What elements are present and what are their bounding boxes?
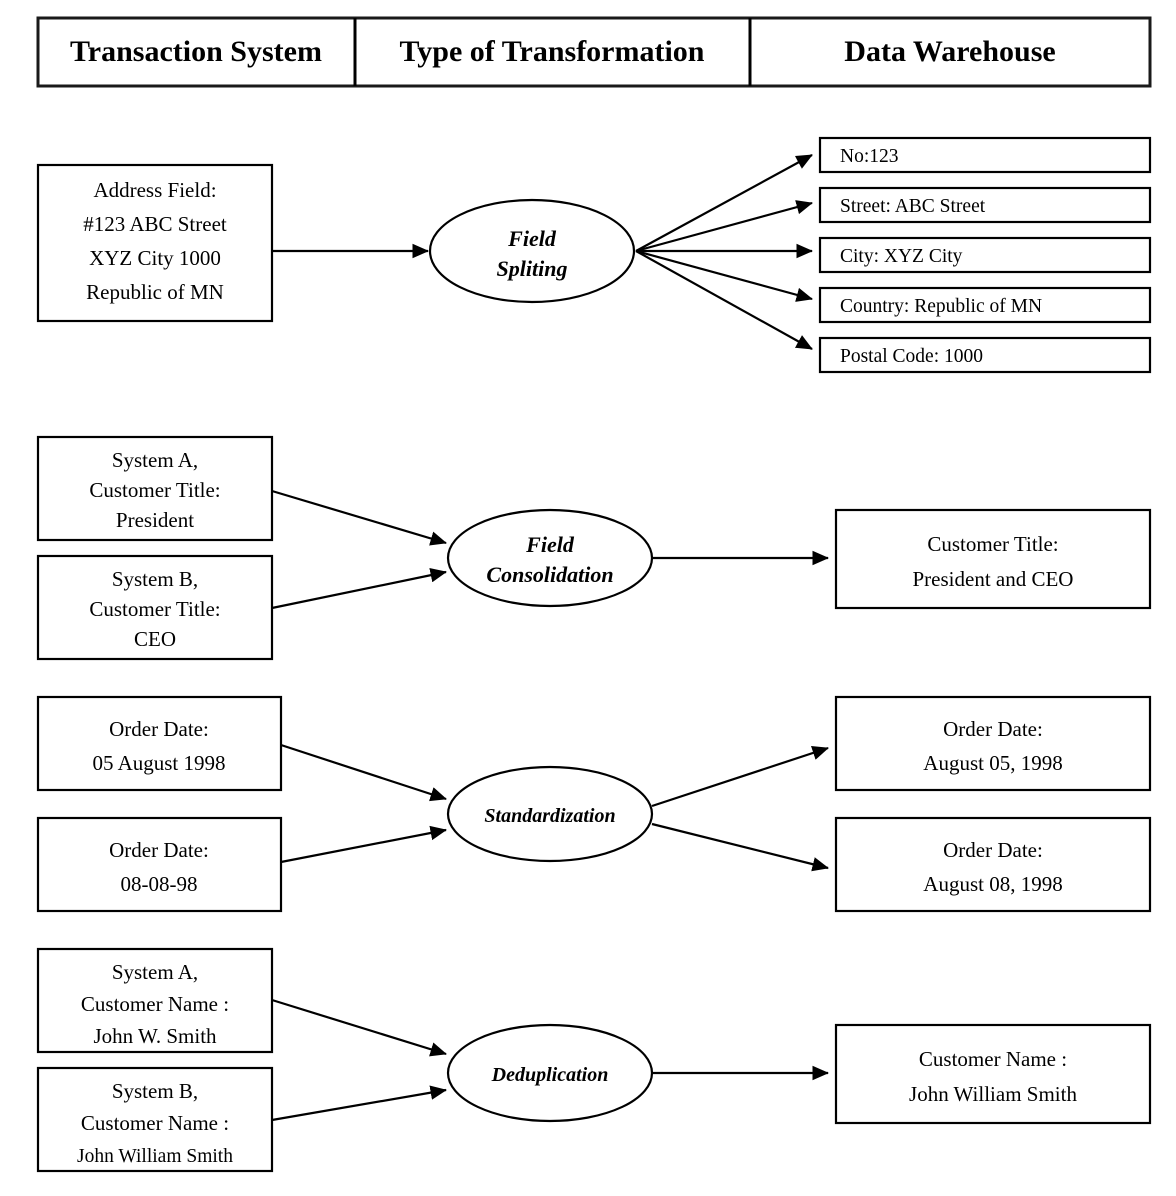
target-box-frame [834, 1023, 1152, 1125]
source-box-line: Customer Title: [89, 597, 220, 621]
target-box-line: August 08, 1998 [923, 872, 1062, 896]
transformation-ellipse-field-splitting: Field Spliting [428, 198, 636, 304]
connector-transform-to-target-2 [651, 822, 829, 872]
transformation-ellipse-field-consolidation: Field Consolidation [446, 508, 654, 608]
source-box-line: CEO [134, 627, 176, 651]
source-box-system-b-title: System B, Customer Title: CEO [36, 554, 274, 661]
row-deduplication: System A, Customer Name : John W. Smith … [36, 947, 1152, 1173]
source-box-frame [36, 695, 283, 792]
source-box-line: System B, [112, 1079, 198, 1103]
row-standardization: Order Date: 05 August 1998 Order Date: 0… [36, 695, 1152, 913]
source-box-line: System B, [112, 567, 198, 591]
target-box-city: City: XYZ City [818, 236, 1152, 274]
target-box-line: August 05, 1998 [923, 751, 1062, 775]
source-box-line: John W. Smith [93, 1024, 217, 1048]
target-box-frame [834, 508, 1152, 610]
target-box-line: Customer Name : [919, 1047, 1067, 1071]
target-box-frame [818, 236, 1152, 274]
target-box-customer-name: Customer Name : John William Smith [834, 1023, 1152, 1125]
target-box-line: Order Date: [943, 717, 1043, 741]
target-box-country: Country: Republic of MN [818, 286, 1152, 324]
source-box-line: 05 August 1998 [92, 751, 225, 775]
target-box-line: City: XYZ City [840, 246, 963, 267]
source-box-order-date-long: Order Date: 05 August 1998 [36, 695, 283, 792]
connector-transform-to-target-5 [635, 250, 813, 350]
target-box-frame [818, 186, 1152, 224]
ellipse-label-line: Standardization [484, 805, 615, 827]
connector-transform-to-target-4 [635, 249, 813, 302]
target-box-line: Order Date: [943, 838, 1043, 862]
source-box-order-date-numeric: Order Date: 08-08-98 [36, 816, 283, 913]
target-box-number: No:123 [818, 136, 1152, 174]
source-box-line: Customer Name : [81, 1111, 229, 1135]
source-box-system-b-name: System B, Customer Name : John William S… [36, 1066, 274, 1173]
source-box-line: System A, [112, 448, 198, 472]
connector-source-1-to-transform [271, 489, 447, 546]
target-box-line: Street: ABC Street [840, 196, 986, 217]
header-column-type-of-transformation: Type of Transformation [400, 35, 705, 68]
header-column-data-warehouse: Data Warehouse [844, 35, 1055, 68]
target-box-frame [818, 336, 1152, 374]
connector-transform-to-target-2 [635, 200, 813, 253]
connector-source-2-to-transform [271, 1085, 447, 1122]
connector-transform-to-target-1 [651, 745, 829, 808]
connector-transform-to-target-1 [635, 154, 813, 252]
source-box-line: Republic of MN [86, 280, 224, 304]
ellipse-label-line: Consolidation [486, 562, 613, 587]
source-box-frame [36, 163, 274, 323]
ellipse-label-line: Field [507, 226, 557, 251]
connector-source-1-to-transform [280, 743, 447, 802]
target-box-line: Country: Republic of MN [840, 296, 1042, 317]
target-box-customer-title: Customer Title: President and CEO [834, 508, 1152, 610]
connector-source-1-to-transform [271, 998, 447, 1057]
ellipse-label-line: Field [525, 532, 575, 557]
target-box-frame [834, 695, 1152, 792]
target-box-line: President and CEO [913, 567, 1074, 591]
ellipse-label-line: Spliting [497, 256, 568, 281]
source-box-frame [36, 1066, 274, 1173]
connector-source-2-to-transform [271, 568, 447, 610]
source-box-line: Customer Name : [81, 992, 229, 1016]
ellipse-label-line: Deduplication [491, 1064, 609, 1086]
source-box-line: John William Smith [77, 1146, 233, 1167]
header-bar: Transaction System Type of Transformatio… [36, 16, 1152, 88]
source-box-address-field: Address Field: #123 ABC Street XYZ City … [36, 163, 274, 323]
source-box-frame [36, 816, 283, 913]
source-box-line: #123 ABC Street [83, 212, 227, 236]
source-box-line: Customer Title: [89, 478, 220, 502]
header-frame [36, 16, 1152, 88]
target-box-line: Postal Code: 1000 [840, 346, 983, 367]
source-box-line: XYZ City 1000 [89, 246, 221, 270]
target-box-postal-code: Postal Code: 1000 [818, 336, 1152, 374]
row-field-splitting: Address Field: #123 ABC Street XYZ City … [36, 136, 1152, 374]
target-box-street: Street: ABC Street [818, 186, 1152, 224]
source-box-line: System A, [112, 960, 198, 984]
target-box-line: John William Smith [909, 1082, 1077, 1106]
source-box-line: 08-08-98 [121, 872, 198, 896]
transformation-ellipse-deduplication: Deduplication [446, 1023, 654, 1123]
source-box-frame [36, 554, 274, 661]
target-box-frame [834, 816, 1152, 913]
source-box-line: Address Field: [93, 178, 216, 202]
source-box-line: Order Date: [109, 838, 209, 862]
row-field-consolidation: System A, Customer Title: President Syst… [36, 435, 1152, 661]
target-box-order-date-aug-05: Order Date: August 05, 1998 [834, 695, 1152, 792]
source-box-frame [36, 435, 274, 542]
source-box-line: Order Date: [109, 717, 209, 741]
ellipse-frame [446, 508, 654, 608]
connector-source-2-to-transform [280, 825, 447, 864]
ellipse-frame [428, 198, 636, 304]
target-box-line: Customer Title: [927, 532, 1058, 556]
transformation-ellipse-standardization: Standardization [446, 765, 654, 863]
source-box-system-a-name: System A, Customer Name : John W. Smith [36, 947, 274, 1054]
target-box-frame [818, 286, 1152, 324]
target-box-order-date-aug-08: Order Date: August 08, 1998 [834, 816, 1152, 913]
source-box-system-a-title: System A, Customer Title: President [36, 435, 274, 542]
source-box-line: President [116, 508, 194, 532]
target-box-line: No:123 [840, 146, 899, 167]
header-column-transaction-system: Transaction System [70, 35, 322, 68]
target-box-frame [818, 136, 1152, 174]
ellipse-frame [446, 765, 654, 863]
